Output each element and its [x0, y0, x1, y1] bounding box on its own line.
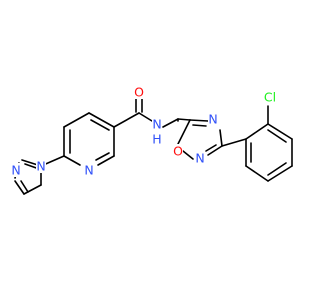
bond: [267, 129, 287, 143]
atom-label-background: [134, 85, 144, 99]
atom-label-o-carbonyl: O: [134, 85, 144, 100]
bond-layer: [14, 98, 293, 195]
bond: [219, 129, 223, 147]
atom-label-h-amide: H: [152, 132, 161, 147]
bond: [177, 118, 191, 121]
bond: [23, 184, 42, 195]
bond: [267, 165, 293, 182]
bond: [182, 150, 194, 160]
bond: [192, 124, 207, 127]
atom-label-background: [152, 132, 162, 146]
atom-label-o-oxadiazole: O: [173, 144, 183, 159]
bond: [138, 112, 153, 122]
atom-label-n-oxadiazole-4: N: [208, 112, 217, 127]
atom-label-n-imidazole-1: N: [36, 159, 45, 174]
atom-label-background: [152, 117, 162, 131]
bond: [162, 118, 179, 128]
bond: [205, 144, 217, 152]
atom-label-background: [262, 90, 278, 104]
atom-label-background: [208, 112, 218, 126]
bond: [267, 123, 293, 140]
bond: [207, 145, 223, 156]
atom-label-n-oxadiazole-2: N: [195, 151, 204, 166]
bond: [113, 112, 140, 128]
atom-label-n-imidazole-3: N: [11, 163, 20, 178]
bond: [90, 119, 110, 131]
atom-label-cl: Cl: [264, 90, 276, 105]
bond: [221, 138, 247, 147]
atom-label-background: [11, 163, 21, 177]
bond: [177, 119, 191, 145]
atom-label-background: [173, 144, 183, 158]
atom-label-background: [195, 151, 205, 165]
atom-label-background: [36, 159, 46, 173]
atom-label-n-amide: N: [152, 117, 161, 132]
bond: [63, 112, 90, 128]
atom-label-background: [84, 163, 94, 177]
bond: [88, 112, 115, 128]
bond: [189, 119, 209, 122]
bond: [97, 155, 115, 166]
bond: [95, 152, 110, 161]
bond: [267, 162, 287, 176]
bond: [245, 123, 269, 140]
bond: [20, 180, 29, 193]
atom-label-n-pyridine: N: [84, 163, 93, 178]
bond: [63, 155, 81, 166]
bond: [14, 180, 25, 195]
bond: [245, 165, 269, 182]
